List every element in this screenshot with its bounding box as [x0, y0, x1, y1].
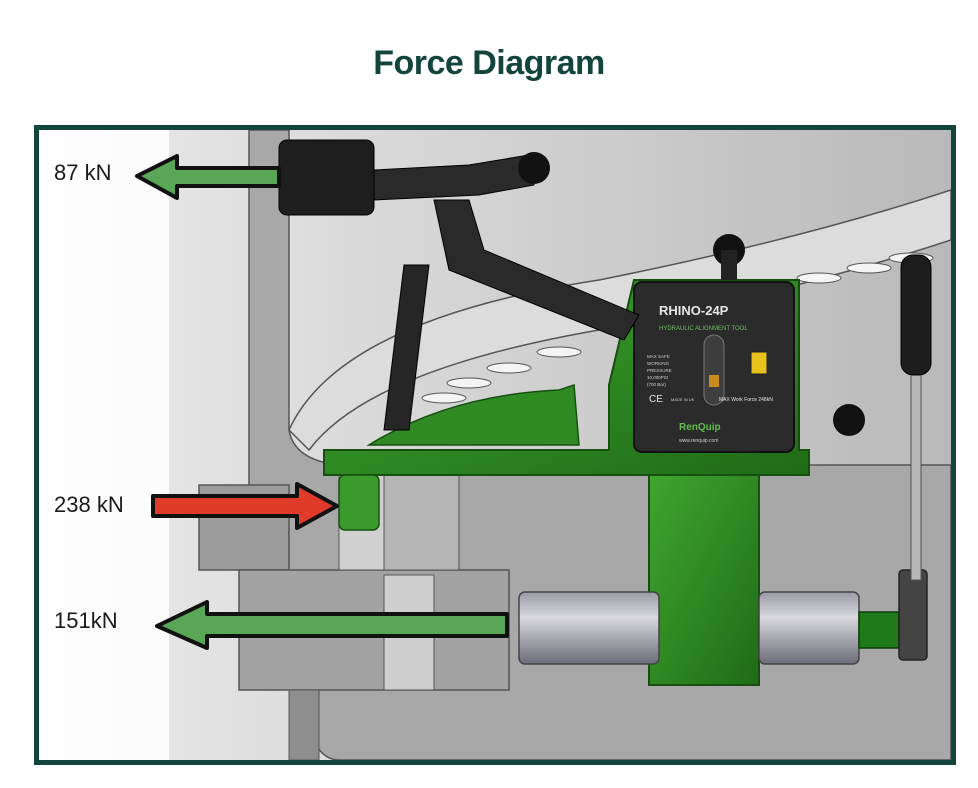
force-arrow-151kn: [155, 600, 509, 650]
tool-subtitle-text: HYDRAULIC ALIGNMENT TOOL: [659, 326, 748, 332]
pump-handle: [900, 254, 932, 581]
tool-pressure-line-4: 10,000PSI: [647, 375, 668, 380]
tool-pressure-line-1: MAX SAFE: [647, 354, 670, 359]
force-diagram-frame: RHINO-24P HYDRAULIC ALIGNMENT TOOL MAX S…: [34, 125, 956, 765]
rhino-tool-body: [323, 279, 810, 686]
force-label-87kn: 87 kN: [54, 160, 112, 185]
tool-made-in-text: MADE IN UK: [671, 397, 695, 402]
tool-pressure-line-2: WORKING: [647, 361, 669, 366]
tool-pressure-line-3: PRESSURE: [647, 368, 672, 373]
force-arrow-238kn: [151, 482, 339, 530]
tool-website-text: www.renquip.com: [679, 438, 718, 444]
force-diagram-illustration: RHINO-24P HYDRAULIC ALIGNMENT TOOL MAX S…: [39, 130, 951, 760]
tool-spec-text: MAX Work Force 248kN: [719, 397, 773, 403]
force-label-238kn: 238 kN: [54, 492, 124, 517]
page-title: Force Diagram: [373, 44, 605, 82]
force-arrow-87kn: [135, 154, 281, 200]
tool-brand-text: RenQuip: [679, 422, 721, 433]
tool-pressure-line-5: (700 Bar): [647, 382, 666, 387]
hydraulic-cylinder: [518, 569, 928, 665]
force-label-151kn: 151kN: [54, 608, 118, 633]
clamp-arms: [278, 139, 865, 436]
ce-mark: CE: [649, 394, 663, 405]
tool-model-text: RHINO-24P: [659, 303, 729, 318]
